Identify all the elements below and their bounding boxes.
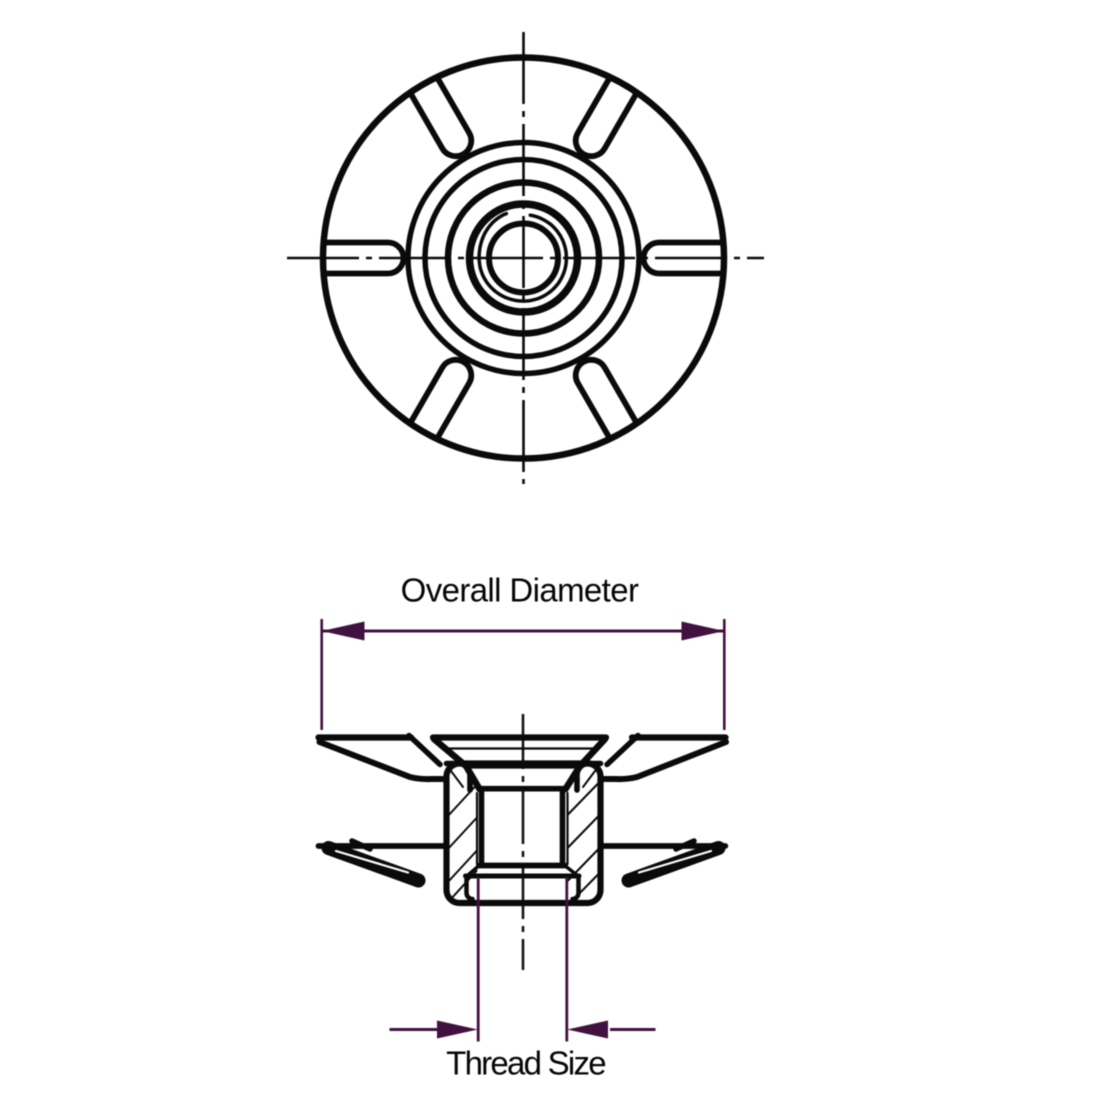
svg-text:Overall Diameter: Overall Diameter: [401, 572, 639, 609]
svg-text:Thread Size: Thread Size: [446, 1045, 605, 1082]
